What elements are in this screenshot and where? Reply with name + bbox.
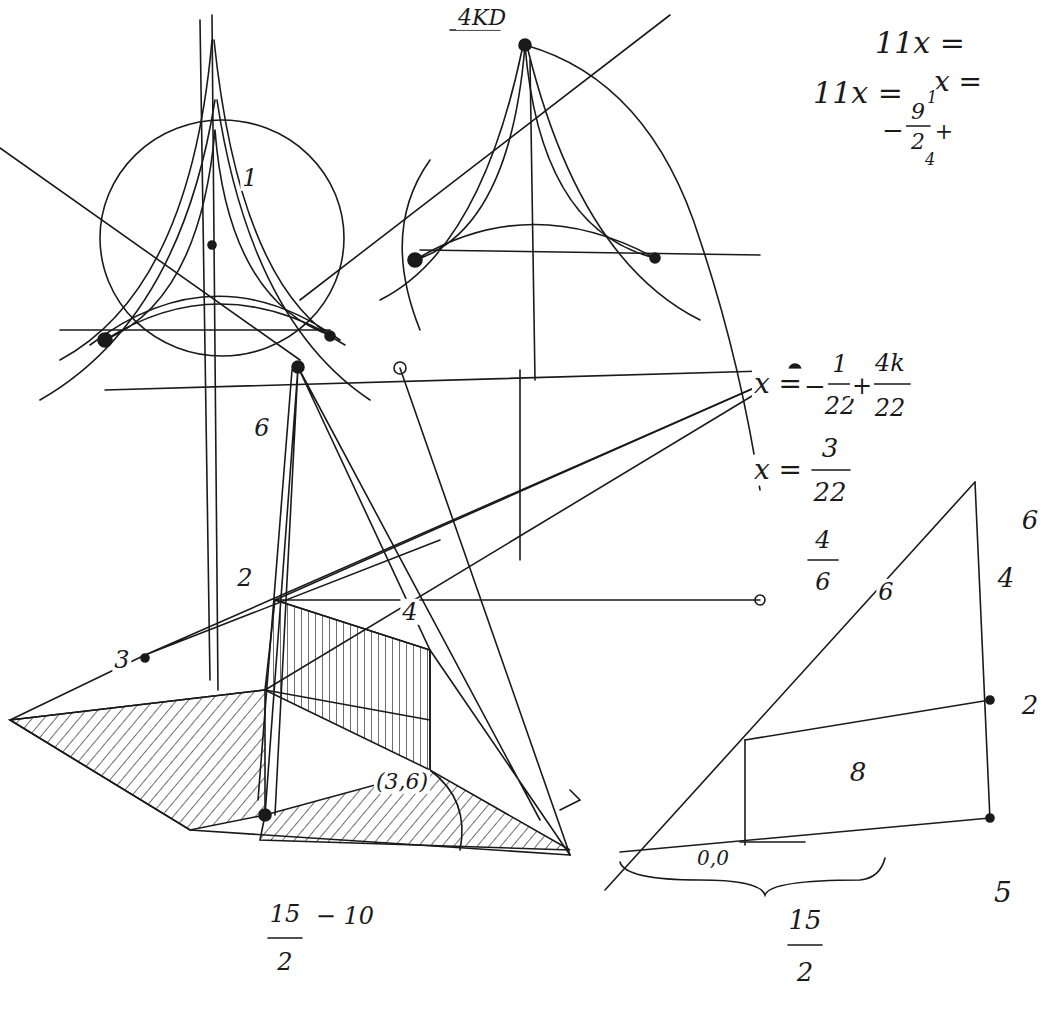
handwritten-note: 11x = xyxy=(811,76,905,109)
handwritten-note: 15 xyxy=(268,901,303,927)
handwritten-note: 4 xyxy=(813,527,832,553)
handwritten-note: 2 xyxy=(275,949,294,975)
handwritten-note: x = xyxy=(752,455,804,486)
handwritten-note: 1 xyxy=(925,89,939,107)
handwritten-note: 2 xyxy=(795,958,816,987)
handwritten-note: 4 xyxy=(996,564,1017,593)
handwritten-note: x = xyxy=(752,369,804,400)
handwritten-note: 6 xyxy=(813,569,832,595)
handwritten-note: 15 xyxy=(786,906,823,935)
handwritten-note: 4 xyxy=(400,599,419,625)
handwritten-note: 22 xyxy=(811,478,848,507)
handwritten-note: 6 xyxy=(1020,506,1041,535)
handwritten-note: + xyxy=(933,120,955,144)
handwritten-note: 6 xyxy=(876,579,895,605)
handwritten-note: − xyxy=(880,116,906,145)
handwritten-note: (3,6) xyxy=(374,770,430,794)
handwritten-note: − 10 xyxy=(314,903,376,929)
handwritten-note: 1 xyxy=(240,165,259,191)
handwritten-note: 8 xyxy=(848,758,869,787)
handwritten-note: 2 xyxy=(235,565,254,591)
handwritten-note: 3 xyxy=(112,647,131,673)
handwritten-note: 5 xyxy=(992,878,1014,909)
handwritten-note: 2 xyxy=(1020,691,1041,720)
handwritten-note: 4 xyxy=(923,151,937,169)
handwritten-note: x = xyxy=(932,67,984,98)
handwritten-note: 11x = xyxy=(873,26,967,59)
handwritten-note: + xyxy=(850,373,874,399)
handwritten-note: 3 xyxy=(820,434,841,463)
handwritten-note: 4k xyxy=(873,350,907,376)
handwritten-note: 22 xyxy=(873,395,908,421)
handwritten-note: 0,0 xyxy=(695,847,731,869)
handwritten-note: 1 xyxy=(830,351,849,377)
handwritten-note: 6 xyxy=(252,415,271,441)
handwritten-note: 4KD xyxy=(456,6,508,30)
